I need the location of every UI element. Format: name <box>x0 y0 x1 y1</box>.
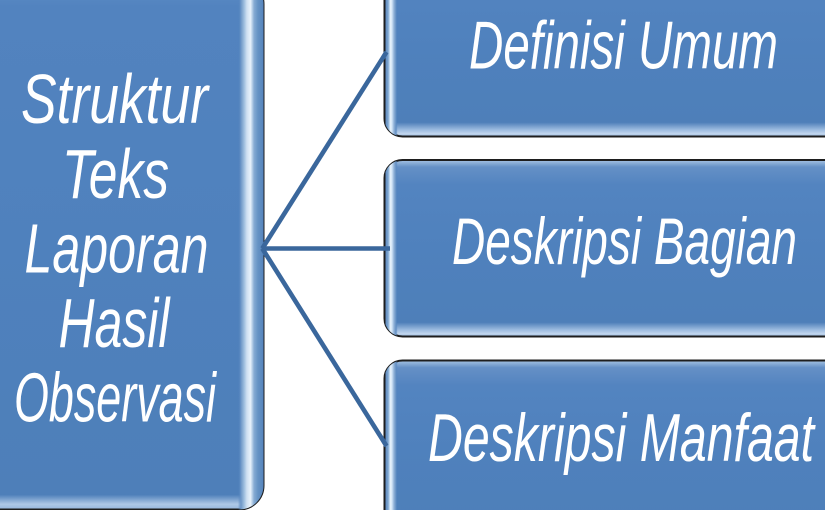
svg-text:Teks: Teks <box>62 135 169 213</box>
svg-text:Observasi: Observasi <box>14 359 218 437</box>
svg-text:Deskripsi Manfaat: Deskripsi Manfaat <box>428 400 816 476</box>
svg-text:Deskripsi Bagian: Deskripsi Bagian <box>452 204 797 278</box>
svg-text:Definisi Umum: Definisi Umum <box>469 8 778 84</box>
svg-text:Laporan: Laporan <box>25 210 209 288</box>
svg-text:Hasil: Hasil <box>59 284 172 362</box>
svg-text:Struktur: Struktur <box>21 60 210 138</box>
